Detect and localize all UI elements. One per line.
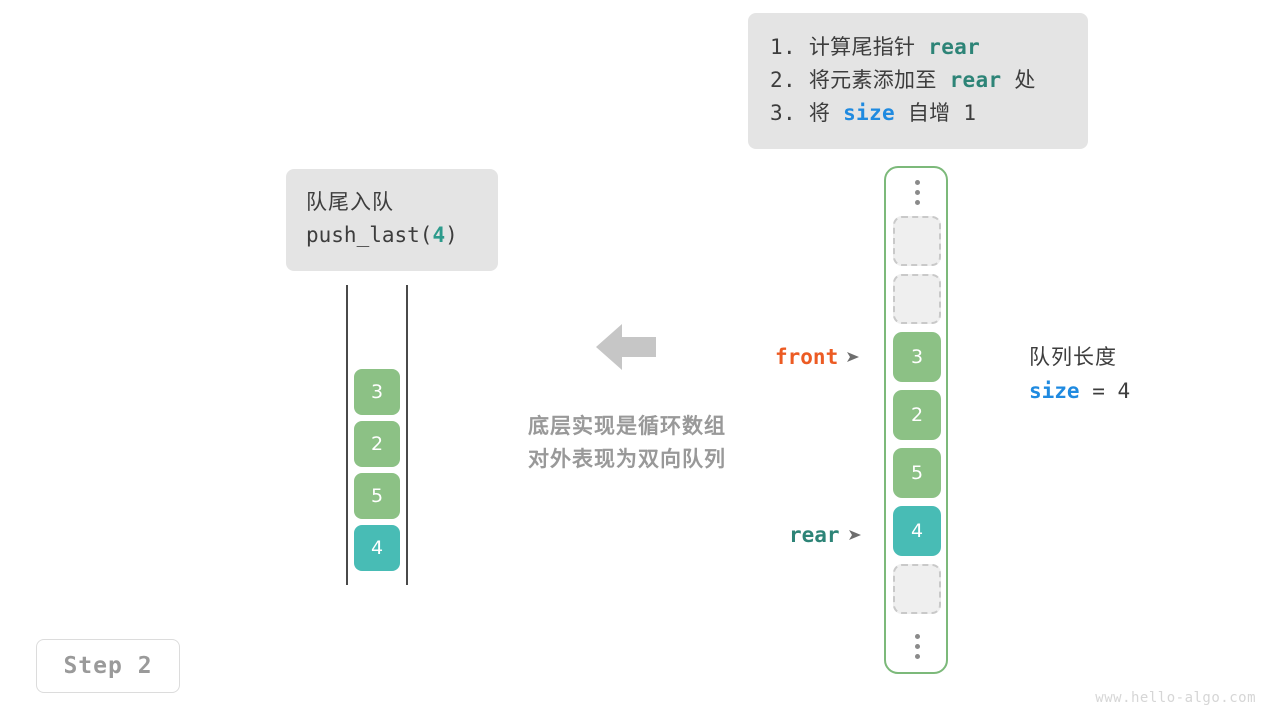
step-3-text-after: 自增 1 — [907, 101, 977, 126]
caption-line-1: 底层实现是循环数组 — [528, 414, 726, 438]
deque-cell: 2 — [354, 421, 400, 467]
deque-cell: 4 — [354, 525, 400, 571]
size-annotation: 队列长度 size = 4 — [1029, 341, 1130, 408]
steps-callout-line-3: 3. 将 size 自增 1 — [748, 97, 1088, 130]
step-badge-label: Step 2 — [63, 653, 153, 679]
size-variable-name: size — [1029, 378, 1080, 403]
operation-title: 队尾入队 — [306, 190, 394, 214]
array-slot-filled: 2 — [893, 390, 941, 440]
step-2-keyword: rear — [949, 68, 1002, 93]
watermark: www.hello-algo.com — [1095, 690, 1256, 706]
size-equals-sign: = — [1092, 378, 1105, 403]
steps-callout: 1. 计算尾指针 rear 2. 将元素添加至 rear 处 3. 将 size… — [748, 13, 1088, 149]
deque-open-container: 3 2 5 4 — [346, 285, 408, 585]
step-2-index: 2. — [770, 68, 796, 93]
array-slot-empty — [893, 564, 941, 614]
size-annotation-title: 队列长度 — [1029, 345, 1117, 369]
operation-call-value: 4 — [432, 223, 446, 248]
deque-cell: 5 — [354, 473, 400, 519]
deque-rail-left — [346, 285, 348, 585]
deque-rail-right — [406, 285, 408, 585]
caption-line-2: 对外表现为双向队列 — [528, 446, 726, 471]
step-1-keyword: rear — [928, 35, 981, 59]
array-slot-empty — [893, 216, 941, 266]
array-slot-filled: 5 — [893, 448, 941, 498]
size-value: 4 — [1117, 378, 1131, 403]
step-1-text-before: 计算尾指针 — [808, 35, 916, 59]
front-pointer-label: front — [775, 345, 860, 369]
step-3-keyword: size — [843, 101, 895, 126]
step-badge: Step 2 — [36, 639, 180, 693]
operation-call: push_last(4) — [286, 219, 498, 252]
array-slot-filled: 3 — [893, 332, 941, 382]
step-1-index: 1. — [770, 35, 796, 59]
step-3-text-before: 将 — [808, 101, 831, 126]
operation-call-prefix: push_last( — [306, 223, 433, 248]
front-pointer-text: front — [775, 345, 839, 369]
steps-callout-line-2: 2. 将元素添加至 rear 处 — [748, 64, 1088, 97]
pointer-arrow-icon — [846, 347, 860, 368]
size-annotation-expression: size = 4 — [1029, 375, 1130, 409]
array-slot-empty — [893, 274, 941, 324]
rear-pointer-label: rear — [789, 523, 862, 547]
step-2-text-before: 将元素添加至 — [808, 68, 937, 93]
rear-pointer-text: rear — [789, 523, 840, 547]
deque-cell-stack: 3 2 5 4 — [354, 369, 400, 571]
operation-callout: 队尾入队 push_last(4) — [286, 169, 498, 272]
steps-callout-line-1: 1. 计算尾指针 rear — [748, 31, 1088, 64]
step-3-index: 3. — [770, 101, 796, 126]
deque-cell: 3 — [354, 369, 400, 415]
step-2-text-after: 处 — [1014, 68, 1036, 93]
circular-array-slots: 3 2 5 4 — [893, 168, 941, 672]
operation-call-suffix: ) — [445, 223, 458, 248]
diagram-caption: 底层实现是循环数组 对外表现为双向队列 — [502, 410, 752, 475]
array-slot-filled: 4 — [893, 506, 941, 556]
circular-array-container: 3 2 5 4 — [884, 166, 948, 674]
vertical-ellipsis-icon-top — [914, 168, 920, 216]
vertical-ellipsis-icon-bottom — [914, 622, 920, 670]
pointer-arrow-icon — [848, 525, 862, 546]
left-arrow-icon — [596, 322, 656, 372]
